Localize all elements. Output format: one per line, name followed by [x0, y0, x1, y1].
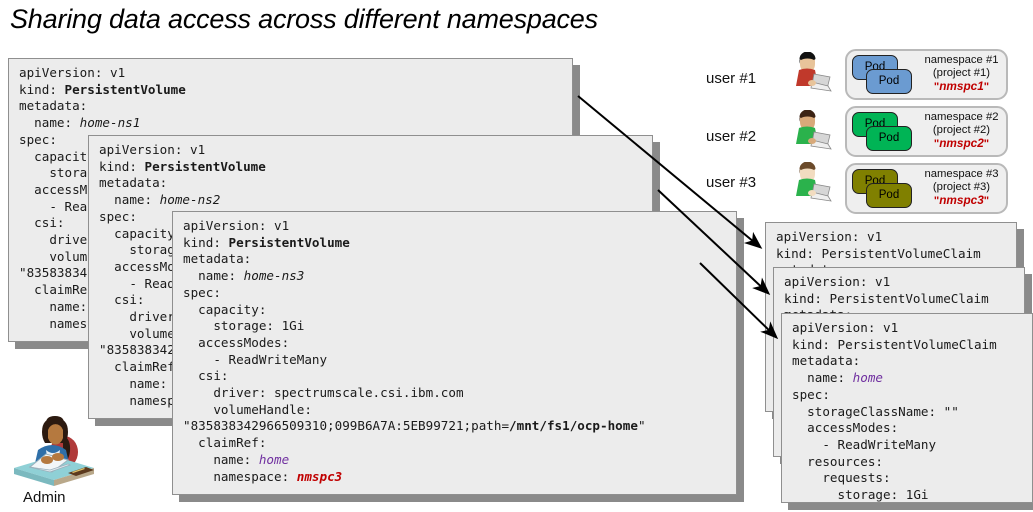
pvc-card-3-code: apiVersion: v1 kind: PersistentVolumeCla… [792, 320, 997, 503]
namespace-box-1[interactable]: Pod Pod namespace #1 (project #1) "nmspc… [845, 49, 1008, 100]
pod-front-1[interactable]: Pod [866, 69, 912, 94]
namespace-id-2: "nmspc2" [933, 136, 990, 151]
page-title: Sharing data access across different nam… [10, 4, 598, 34]
pod-group-2: Pod Pod [852, 112, 914, 154]
user-label-3: user #3 [706, 174, 757, 191]
admin-avatar [8, 410, 100, 488]
user-avatar-2 [790, 109, 834, 154]
pod-back-3[interactable]: Pod [852, 169, 898, 194]
namespace-project-2: (project #2) [932, 124, 991, 137]
admin-label: Admin [23, 489, 66, 506]
user-avatar-1 [790, 51, 834, 96]
pvc-card-3[interactable]: apiVersion: v1 kind: PersistentVolumeCla… [781, 313, 1033, 503]
pod-group-1: Pod Pod [852, 55, 914, 97]
namespace-name-1: namespace #1 [924, 54, 999, 66]
namespace-box-3[interactable]: Pod Pod namespace #3 (project #3) "nmspc… [845, 163, 1008, 214]
namespace-name-2: namespace #2 [924, 111, 999, 123]
namespace-name-3: namespace #3 [924, 168, 999, 180]
namespace-project-3: (project #3) [932, 181, 991, 194]
namespace-id-3: "nmspc3" [933, 193, 990, 208]
namespace-box-2[interactable]: Pod Pod namespace #2 (project #2) "nmspc… [845, 106, 1008, 157]
namespace-label-2: namespace #2 (project #2) "nmspc2" [915, 111, 1008, 152]
user-label-1: user #1 [706, 70, 757, 87]
namespace-id-1: "nmspc1" [933, 79, 990, 94]
namespace-label-3: namespace #3 (project #3) "nmspc3" [915, 168, 1008, 209]
pod-front-3[interactable]: Pod [866, 183, 912, 208]
namespace-project-1: (project #1) [932, 67, 991, 80]
pod-front-2[interactable]: Pod [866, 126, 912, 151]
namespace-label-1: namespace #1 (project #1) "nmspc1" [915, 54, 1008, 95]
pv-card-ns3-code: apiVersion: v1 kind: PersistentVolume me… [183, 218, 646, 484]
pv-card-ns3[interactable]: apiVersion: v1 kind: PersistentVolume me… [172, 211, 737, 495]
pod-group-3: Pod Pod [852, 169, 914, 211]
user-label-2: user #2 [706, 128, 757, 145]
user-avatar-3 [790, 161, 834, 206]
